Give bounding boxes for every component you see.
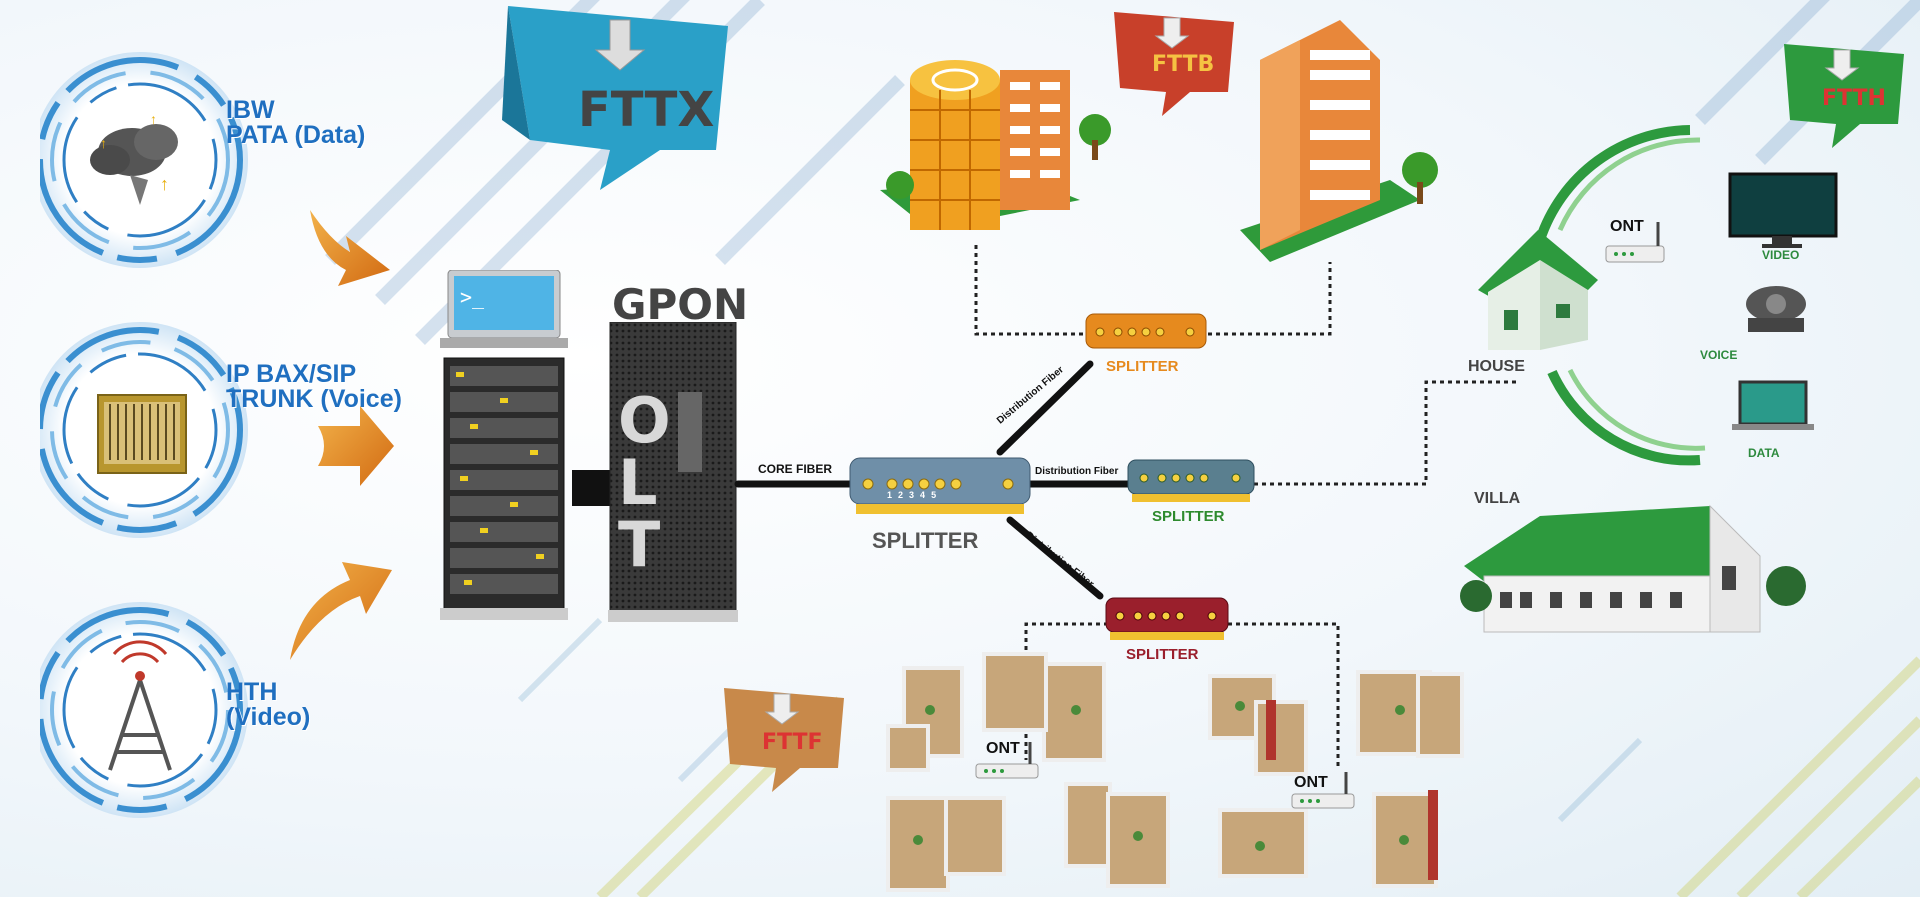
data-service-label: DATA <box>1748 446 1780 460</box>
server-rack: >_ <box>440 270 568 620</box>
svg-text:↑: ↑ <box>160 174 169 194</box>
port-number: 3 <box>909 490 921 500</box>
middle-splitter-label: SPLITTER <box>1152 508 1225 525</box>
house-illustration <box>1478 230 1598 350</box>
fttf-ribbon <box>724 688 844 792</box>
bottom-splitter-label: SPLITTER <box>1126 646 1199 663</box>
distribution-fiber-middle-label: Distribution Fiber <box>1035 466 1119 477</box>
rack-olt-link <box>572 470 612 506</box>
fttx-label: FTTX <box>578 82 715 138</box>
ont-label-house: ONT <box>1610 218 1644 235</box>
tv-icon <box>1728 172 1838 248</box>
ftth-ribbon <box>1784 44 1904 148</box>
arrow-icon <box>290 562 392 660</box>
port-number: 4 <box>920 490 932 500</box>
port-number: 2 <box>898 490 910 500</box>
source-data-line1: IBW <box>226 96 275 124</box>
arrow-icon <box>318 406 394 486</box>
source-label-voice: IP BAX/SIP TRUNK (Voice) <box>226 362 402 412</box>
villa-illustration <box>1460 504 1806 633</box>
top-splitter-label: SPLITTER <box>1106 358 1179 375</box>
phone-icon <box>1746 286 1806 332</box>
fttf-label: FTTF <box>762 730 823 755</box>
ont-device-apartment-right <box>1291 772 1355 809</box>
voice-service-label: VOICE <box>1700 348 1738 362</box>
arrow-icon <box>310 210 390 286</box>
svg-text:↑: ↑ <box>100 135 107 151</box>
ftth-label: FTTH <box>1822 86 1886 111</box>
bottom-splitter-device <box>1105 597 1229 640</box>
video-service-label: VIDEO <box>1762 248 1800 262</box>
core-fiber-label: CORE FIBER <box>758 462 833 476</box>
source-label-video: HTH (Video) <box>226 680 310 730</box>
source-arrows <box>290 210 394 660</box>
olt-letters: O L T <box>618 390 671 576</box>
source-voice-line2: TRUNK (Voice) <box>226 385 402 413</box>
source-discs: ↑ ↑ ↑ <box>40 52 248 818</box>
ont-label-apartment-right: ONT <box>1294 774 1328 791</box>
source-data-line2: PATA (Data) <box>226 121 366 149</box>
source-video-line1: HTH <box>226 678 278 706</box>
ont-label-apartment-left: ONT <box>986 740 1020 757</box>
port-number: 1 <box>887 490 899 500</box>
port-number: 5 <box>931 490 943 500</box>
main-splitter-ports: 12345 <box>887 490 942 500</box>
source-voice-line1: IP BAX/SIP <box>226 360 357 388</box>
data-source-disc: ↑ ↑ ↑ <box>40 52 248 268</box>
apartment-floor-plans <box>886 652 1464 892</box>
olt-letter-l: L <box>618 446 658 519</box>
villa-label: VILLA <box>1474 490 1521 507</box>
svg-text:>_: >_ <box>460 285 485 309</box>
gpon-label: GPON <box>612 280 749 329</box>
main-splitter-device <box>849 457 1031 514</box>
top-splitter-device <box>1085 313 1207 349</box>
olt-cabinet <box>608 322 738 622</box>
source-video-line2: (Video) <box>226 703 311 731</box>
video-source-disc <box>40 602 248 818</box>
voice-source-disc <box>40 322 248 538</box>
laptop-icon <box>1732 380 1814 430</box>
olt-letter-t: T <box>618 508 661 581</box>
source-label-data: IBW PATA (Data) <box>226 98 365 148</box>
fttb-label: FTTB <box>1152 52 1215 77</box>
fttx-ribbon <box>502 6 728 190</box>
olt-letter-o: O <box>618 384 671 457</box>
svg-text:↑: ↑ <box>150 111 157 127</box>
ont-device-apartment-left <box>975 742 1039 779</box>
home-services <box>1728 172 1838 430</box>
house-label: HOUSE <box>1468 358 1525 375</box>
middle-splitter-device <box>1127 459 1255 502</box>
main-splitter-label: SPLITTER <box>872 528 979 553</box>
fttb-buildings <box>880 20 1438 262</box>
fttb-ribbon <box>1114 12 1234 116</box>
ont-device-house <box>1605 222 1665 263</box>
